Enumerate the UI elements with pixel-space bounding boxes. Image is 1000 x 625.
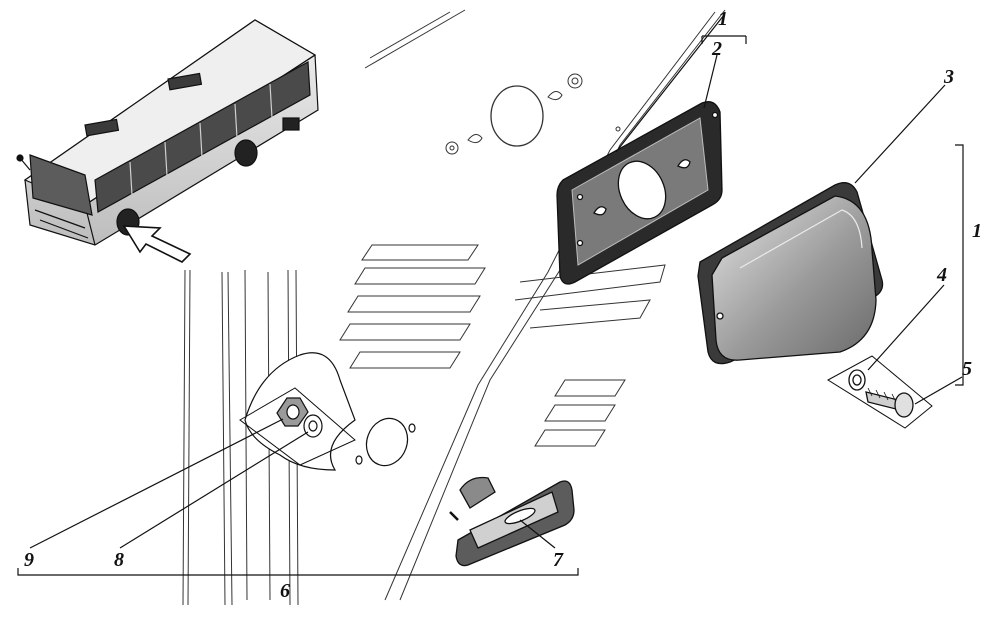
leader-lines bbox=[17, 14, 964, 576]
callout-7: 7 bbox=[553, 549, 563, 571]
side-marker-lamp-part-7 bbox=[449, 476, 575, 567]
callout-4: 4 bbox=[937, 264, 947, 286]
callout-6: 6 bbox=[280, 580, 290, 602]
callout-5: 5 bbox=[962, 358, 972, 380]
callout-2: 2 bbox=[712, 38, 722, 60]
callout-8: 8 bbox=[114, 549, 124, 571]
washer-screw-parts-4-5 bbox=[827, 355, 933, 429]
gasket-part-2 bbox=[556, 101, 723, 285]
lamp-housing-part-3 bbox=[697, 182, 884, 365]
body-panel-outline bbox=[182, 9, 726, 606]
location-arrow bbox=[122, 225, 192, 263]
callout-9: 9 bbox=[24, 549, 34, 571]
callout-1-top: 1 bbox=[718, 8, 728, 30]
callout-3: 3 bbox=[944, 66, 954, 88]
bus-illustration bbox=[16, 19, 319, 246]
panel-section-nut-washer bbox=[239, 352, 416, 471]
callout-1-right: 1 bbox=[972, 220, 982, 242]
